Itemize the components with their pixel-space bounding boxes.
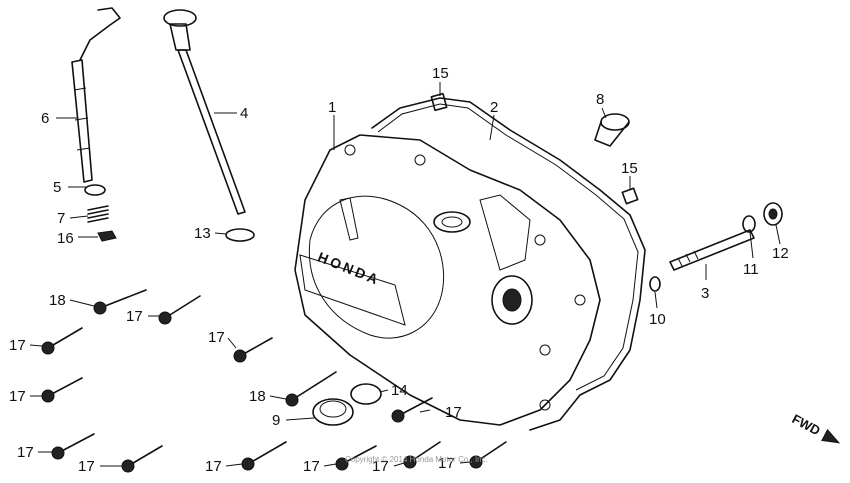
bolt-17f [51, 433, 95, 460]
callout-12: 12 [772, 245, 789, 262]
callout-11: 11 [743, 261, 759, 278]
callout-10: 10 [649, 311, 666, 328]
callout-17i: 17 [303, 458, 320, 475]
washer-11 [742, 215, 756, 233]
bolt-17a [158, 295, 201, 325]
bolt-17h [241, 441, 287, 471]
bolt-18a [93, 289, 147, 315]
callout-17c: 17 [208, 329, 225, 346]
oil-gauge-assembly [71, 7, 121, 196]
callout-labels: 1 2 3 4 5 6 7 8 9 10 11 12 13 14 15 15 1… [9, 65, 789, 475]
bolt-17g [121, 445, 163, 473]
watermark: Copyright © 2014 Honda Motor Co., Inc. [345, 455, 488, 464]
callout-17b: 17 [9, 337, 26, 354]
dowel-pin-lower [621, 187, 639, 205]
oil-seal [763, 202, 783, 226]
callout-7: 7 [57, 210, 65, 227]
o-ring-14 [350, 383, 382, 405]
callout-17g: 17 [78, 458, 95, 475]
bolts [41, 289, 507, 473]
crankcase-cover: HONDA [294, 134, 601, 426]
collar [594, 113, 630, 147]
bolt-17i [335, 445, 377, 471]
fwd-label: FWD [790, 411, 823, 438]
nut [97, 230, 117, 242]
bolt-17c [233, 337, 273, 363]
callout-17a: 17 [126, 308, 143, 325]
dowel-pin-upper [430, 92, 448, 112]
shaft [669, 229, 755, 271]
callout-17j: 17 [372, 458, 389, 475]
bolt-17d [41, 377, 83, 403]
leader-lines [29, 82, 781, 467]
callout-13: 13 [194, 225, 211, 242]
callout-17h: 17 [205, 458, 222, 475]
dipstick [163, 9, 246, 215]
callout-15b: 15 [621, 160, 638, 177]
spring [87, 205, 109, 223]
bolt-17j [403, 441, 441, 469]
callout-17f: 17 [17, 444, 34, 461]
callout-17k: 17 [438, 455, 455, 472]
callout-5: 5 [53, 179, 61, 196]
o-ring-13 [225, 228, 255, 242]
callout-15a: 15 [432, 65, 449, 82]
callout-3: 3 [701, 285, 709, 302]
callout-14: 14 [391, 382, 408, 399]
callout-17d: 17 [9, 388, 26, 405]
cap [312, 398, 354, 426]
callout-18a: 18 [49, 292, 66, 309]
bolt-17e [391, 397, 433, 423]
callout-6: 6 [41, 110, 49, 127]
fwd-indicator: FWD [790, 411, 841, 444]
callout-17e: 17 [445, 404, 462, 421]
cover-branding: HONDA [316, 249, 384, 289]
washer-10 [649, 276, 661, 292]
bolt-18b [285, 371, 337, 407]
callout-18b: 18 [249, 388, 266, 405]
bolt-17b [41, 327, 83, 355]
callout-2: 2 [490, 99, 498, 116]
callout-1: 1 [328, 99, 336, 116]
gasket-outline [371, 97, 646, 431]
callout-16: 16 [57, 230, 74, 247]
callout-9: 9 [272, 412, 280, 429]
fwd-arrow-icon [821, 428, 841, 444]
callout-4: 4 [240, 105, 248, 122]
callout-8: 8 [596, 91, 604, 108]
